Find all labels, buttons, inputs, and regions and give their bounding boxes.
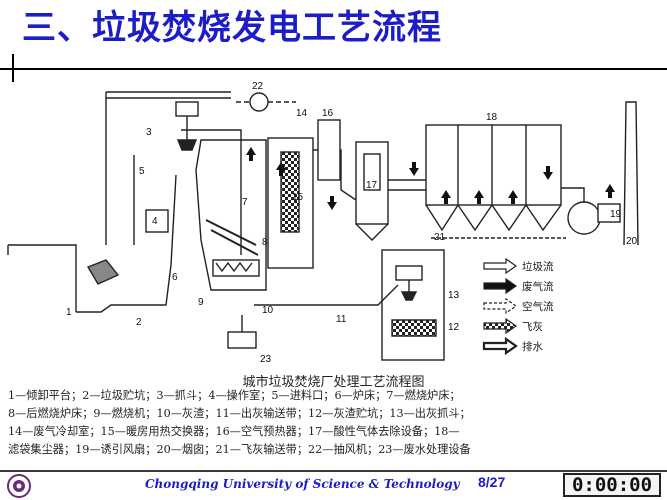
slide-title: 三、垃圾焚烧发电工艺流程 [22, 8, 442, 48]
label-13: 13 [448, 290, 460, 301]
furnace-body [195, 139, 267, 291]
title-divider-vertical [12, 54, 14, 82]
legend-flue-gas-arrow [483, 277, 518, 295]
description-line-4: 滤袋集尘器；19—诱引风扇；20—烟囱；21—飞灰输送带；22—抽风机；23—废… [8, 443, 471, 456]
process-flow-diagram: 垃圾流 废气流 空气流 飞灰 排水 1 2 3 4 5 6 7 8 9 10 1… [7, 81, 639, 365]
label-16: 16 [322, 108, 334, 119]
footer-bar [0, 470, 667, 500]
label-21: 21 [434, 232, 446, 243]
title-divider [0, 68, 667, 70]
ash-crane [395, 265, 423, 281]
label-4: 4 [152, 216, 158, 227]
label-10: 10 [262, 305, 274, 316]
page-number: 8/27 [478, 474, 506, 490]
diagram-caption: 城市垃圾焚烧厂处理工艺流程图 [242, 375, 425, 390]
legend-garbage-flow: 垃圾流 [522, 260, 554, 273]
label-3: 3 [146, 127, 152, 138]
description-line-3: 14—废气冷却室；15—暖房用热交换器；16—空气预热器；17—酸性气体去除设备… [8, 425, 460, 438]
legend-flue-gas-flow: 废气流 [522, 280, 554, 293]
label-14: 14 [296, 108, 308, 119]
induced-fan [567, 201, 601, 235]
air-preheater [317, 119, 341, 181]
legend-drain-arrow [482, 336, 518, 356]
chimney [623, 101, 639, 246]
ash-conveyor [254, 284, 399, 306]
label-19: 19 [610, 209, 622, 220]
description-line-2: 8—后燃烧炉床；9—燃烧机；10—灰渣；11—出灰输送带；12—灰渣贮坑；13—… [8, 407, 471, 420]
university-name: Chongqing University of Science & Techno… [145, 477, 460, 491]
label-18: 18 [486, 112, 498, 123]
legend-air-arrow [483, 297, 518, 315]
label-23: 23 [260, 354, 272, 365]
label-8: 8 [262, 237, 268, 248]
label-11: 11 [336, 314, 347, 325]
wastewater-treatment [227, 331, 257, 349]
legend-air-flow: 空气流 [522, 300, 554, 313]
exhaust-fan [249, 92, 269, 112]
tipping-platform [8, 244, 77, 312]
footer-divider [0, 470, 667, 472]
ash-pit [381, 249, 445, 361]
refuse-pit [76, 174, 177, 313]
slide-timer[interactable]: 0:00:00 [563, 473, 661, 497]
label-22: 22 [252, 81, 264, 92]
label-7: 7 [242, 197, 248, 208]
legend-fly-ash-arrow [483, 317, 518, 335]
legend-garbage-arrow [483, 257, 518, 275]
bag-filter [425, 124, 562, 206]
label-20: 20 [626, 236, 638, 247]
incinerator-grate [205, 219, 259, 256]
crane-trolley [175, 101, 199, 117]
operating-room [145, 209, 169, 233]
legend-fly-ash: 飞灰 [522, 320, 543, 333]
label-2: 2 [136, 317, 142, 328]
university-logo-icon [7, 474, 31, 498]
description-line-1: 1—倾卸平台；2—垃圾贮坑；3—抓斗；4—操作室；5—进料口；6—炉床；7—燃烧… [8, 389, 461, 402]
acid-gas-removal [355, 141, 389, 225]
label-5: 5 [139, 166, 145, 177]
label-6: 6 [172, 272, 178, 283]
garbage-truck [86, 259, 120, 285]
legend-drainage: 排水 [522, 340, 543, 353]
label-15: 15 [292, 192, 304, 203]
label-1: 1 [66, 307, 72, 318]
label-12: 12 [448, 322, 460, 333]
crane-rail [106, 91, 231, 99]
label-9: 9 [198, 297, 204, 308]
label-17: 17 [366, 180, 378, 191]
